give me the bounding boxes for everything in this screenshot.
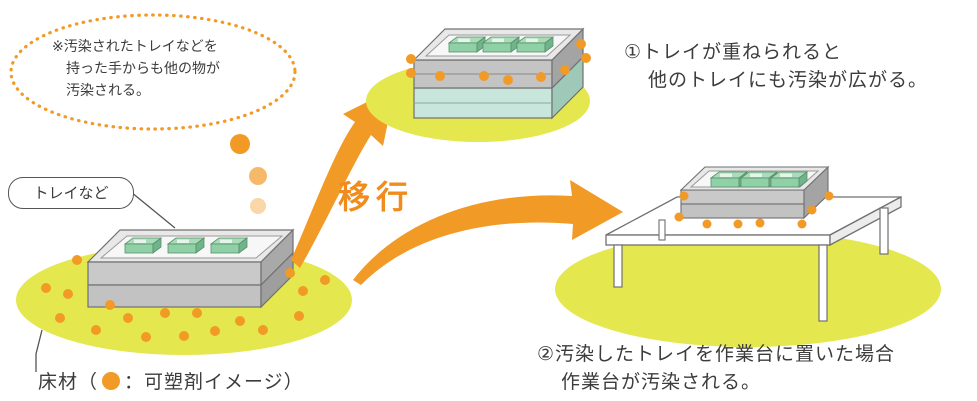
- floor-right: [555, 231, 941, 347]
- orange-dot-icon: [102, 372, 121, 390]
- caption-table: ②汚染したトレイを作業台に置いた場合 作業台が汚染される。: [537, 340, 895, 396]
- label-leader-line: [130, 191, 176, 229]
- note-text: ※汚染されたトレイなどを 持った手からも他の物が 汚染される。: [52, 36, 220, 102]
- tray-on-table: [679, 165, 830, 220]
- tray-left: [86, 228, 295, 309]
- note-bubble: [9, 13, 297, 131]
- caption-table-line-2: 作業台が汚染される。: [561, 371, 762, 393]
- arrow-to-stack: [291, 88, 395, 268]
- caption-stacked: ①トレイが重ねられると 他のトレイにも汚染が広がる。: [624, 38, 928, 94]
- legend: 床材（ ：可塑剤イメージ）: [38, 368, 304, 396]
- tray-stack: [412, 27, 585, 120]
- move-label: 移行: [338, 178, 415, 216]
- note-line-1: ※汚染されたトレイなどを: [52, 39, 218, 55]
- caption-table-line-1: ②汚染したトレイを作業台に置いた場合: [537, 343, 896, 365]
- legend-leader-line: [35, 329, 43, 372]
- legend-prefix: 床材（: [38, 371, 99, 393]
- falling-dot-2: [249, 167, 267, 185]
- floor-left-dots: [41, 255, 330, 342]
- arrow-to-table: [353, 180, 623, 285]
- legend-suffix: ：可塑剤イメージ）: [124, 371, 304, 393]
- falling-dot-1: [230, 134, 250, 154]
- falling-dot-3: [250, 198, 266, 214]
- note-line-3: 汚染される。: [66, 83, 150, 99]
- tray-label: トレイなど: [8, 177, 134, 209]
- tray-stack-dots: [406, 39, 591, 85]
- note-line-2: 持った手からも他の物が: [66, 61, 220, 77]
- tray-table-dots: [674, 191, 834, 229]
- caption-stacked-line-2: 他のトレイにも汚染が広がる。: [648, 69, 929, 91]
- caption-stacked-line-1: ①トレイが重ねられると: [624, 41, 843, 63]
